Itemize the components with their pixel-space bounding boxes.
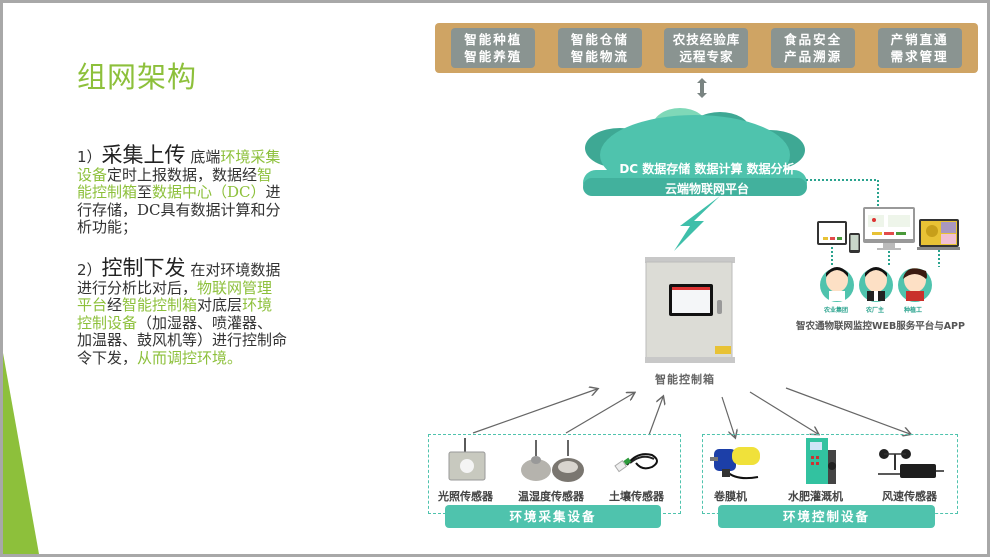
light-sensor-icon [448, 438, 486, 481]
film-roller-icon [710, 447, 760, 480]
device-label: 光照传感器 [438, 490, 493, 503]
role-label: 种植工 [904, 307, 923, 314]
green-wedge-decoration [3, 353, 39, 554]
lightning-icon [674, 196, 720, 251]
bidirectional-arrow-icon [697, 78, 707, 98]
wind-speed-sensor-icon [878, 449, 944, 478]
arrow-down [721, 396, 735, 437]
arrow-up [472, 389, 597, 434]
page-title: 组网架构 [77, 60, 198, 94]
fertigation-machine-icon [806, 438, 836, 484]
body-text: 底端 [185, 148, 221, 166]
control-devices-title: 环境控制设备 [718, 505, 935, 528]
highlight-text: 环境控制设备 [77, 296, 273, 332]
device-label: 卷膜机 [714, 490, 747, 503]
soil-sensor-icon [614, 453, 658, 473]
device-label: 水肥灌溉机 [788, 490, 843, 503]
cloud-platform-text: 云端物联网平台 [664, 182, 749, 196]
device-label: 风速传感器 [882, 490, 937, 503]
body-text: 定时上报数据，数据经 [107, 165, 258, 184]
temp-humidity-sensor-icon [521, 440, 584, 482]
body-text: 进行存储，DC具有数据计算和分析功能； [77, 183, 281, 236]
app-box: 农技经验库远程专家 [664, 28, 749, 68]
arrow-up [565, 393, 634, 434]
app-box: 食品安全产品溯源 [771, 28, 856, 68]
app-box: 产销直通需求管理 [877, 28, 962, 68]
section-number: 2） [77, 261, 102, 279]
cloud-icon [583, 108, 807, 196]
highlight-text: 从而调控环境。 [137, 348, 243, 367]
role-label: 农厂主 [866, 307, 885, 314]
section-heading: 控制下发 [101, 256, 186, 280]
app-box: 智能仓储智能物流 [557, 28, 642, 68]
app-label: 智能养殖 [464, 49, 523, 64]
arrow-down [749, 391, 818, 434]
section-heading: 采集上传 [101, 143, 186, 167]
section-control-dispatch: 2）控制下发 在对环境数据进行分析比对后，物联网管理平台经智能控制箱对底层环境控… [77, 258, 287, 367]
highlight-text: 环境采集设备 [77, 148, 281, 184]
body-text: 对底层 [197, 296, 243, 314]
section-number: 1） [77, 148, 102, 166]
web-app-devices-illustration [817, 207, 960, 267]
arrow-down [785, 387, 910, 434]
arrow-up [648, 397, 663, 436]
collection-devices-title: 环境采集设备 [445, 505, 661, 528]
app-label: 智能仓储 [570, 32, 629, 47]
web-platform-caption: 智农通物联网监控WEB服务平台与APP [796, 321, 965, 332]
body-text: 在对环境数据进行分析比对后， [77, 261, 281, 297]
application-bar: 智能种植智能养殖 智能仓储智能物流 农技经验库远程专家 食品安全产品溯源 产销直… [435, 23, 978, 73]
app-label: 需求管理 [890, 49, 949, 64]
device-label: 土壤传感器 [609, 490, 664, 503]
avatar-planter-icon [898, 268, 932, 302]
highlight-text: 智能控制箱 [122, 296, 198, 314]
app-label: 产销直通 [890, 32, 949, 47]
control-box-illustration [645, 257, 735, 363]
data-flow-arrows [472, 380, 940, 440]
app-label: 食品安全 [784, 32, 843, 47]
avatar-agri-group-icon [820, 267, 854, 302]
section-body: 在对环境数据进行分析比对后，物联网管理平台经智能控制箱对底层环境控制设备（加湿器… [77, 261, 287, 367]
device-label: 温湿度传感器 [518, 490, 584, 503]
body-text: 至 [137, 183, 153, 201]
control-box-label: 智能控制箱 [655, 373, 715, 386]
highlight-text: 物联网管理平台 [77, 278, 273, 314]
highlight-text: 智能控制箱 [77, 165, 273, 201]
body-text: 经 [107, 296, 123, 314]
highlight-text: 数据中心（DC） [152, 183, 266, 201]
app-label: 农技经验库 [672, 32, 741, 47]
role-label: 农业集团 [824, 307, 849, 314]
app-label: 智能种植 [464, 32, 523, 47]
app-label: 智能物流 [570, 49, 629, 64]
body-text: （加湿器、喷灌器、加温器、鼓风机等）进行控制命令下发， [77, 313, 288, 367]
avatar-farm-owner-icon [859, 267, 893, 302]
app-label: 远程专家 [679, 49, 734, 64]
section-collect-upload: 1）采集上传 底端环境采集设备定时上报数据，数据经智能控制箱至数据中心（DC）进… [77, 145, 287, 237]
section-body: 底端环境采集设备定时上报数据，数据经智能控制箱至数据中心（DC）进行存储，DC具… [77, 148, 281, 236]
cloud-services-text: DC 数据存储 数据计算 数据分析 [619, 162, 795, 176]
app-label: 产品溯源 [784, 49, 843, 64]
app-box: 智能种植智能养殖 [451, 28, 536, 68]
